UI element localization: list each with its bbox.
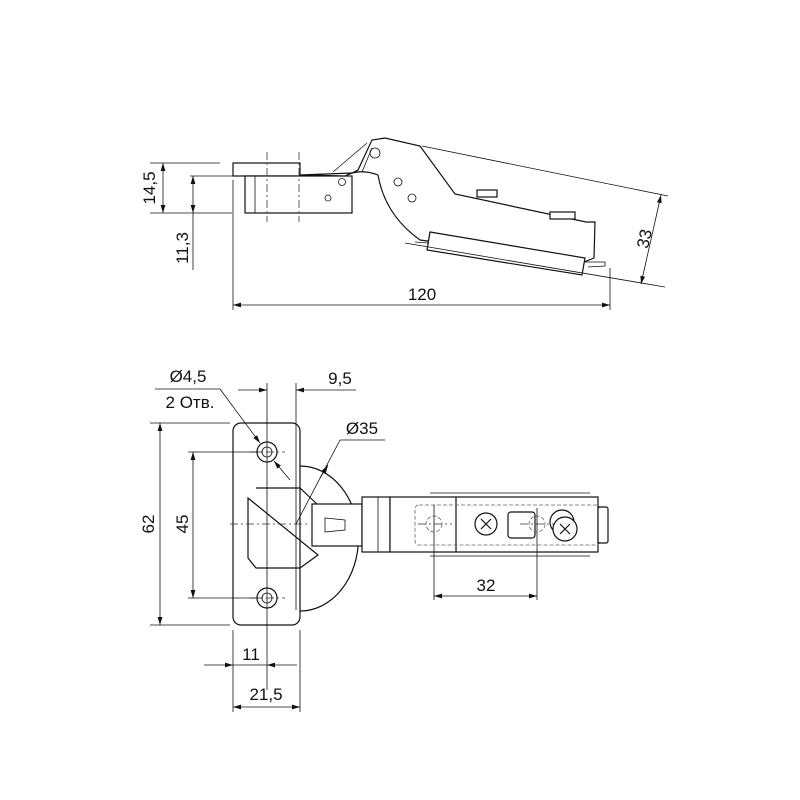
dim-32: 32 [433, 505, 538, 600]
side-view: 14,5 11,3 120 33 [140, 137, 669, 310]
dim-label: Ø4,5 [170, 367, 207, 386]
dim-label: 120 [408, 285, 436, 304]
hinge-arm [299, 137, 596, 263]
dim-label: 11 [242, 645, 260, 664]
dim-label: 33 [633, 227, 656, 250]
hinge-knuckle [361, 496, 391, 553]
dim-11-3: 11,3 [173, 175, 233, 270]
dim-cup-diameter: Ø35 [295, 419, 385, 525]
dim-label: 2 Отв. [166, 393, 215, 412]
dim-label: 14,5 [140, 171, 159, 204]
cup-flange [232, 162, 301, 177]
dim-label: 11,3 [173, 232, 192, 264]
dim-label: Ø35 [346, 419, 378, 438]
rivet-icon [324, 194, 332, 202]
screw-icon [549, 509, 578, 542]
cup-body [244, 175, 353, 214]
dim-label: 21,5 [249, 685, 282, 704]
dim-120: 120 [232, 180, 611, 310]
arm-link [311, 503, 363, 547]
dim-label: 32 [477, 576, 496, 595]
dim-label: 45 [173, 515, 192, 534]
dim-hole-diameter: Ø4,5 2 Отв. [155, 367, 291, 481]
dim-14-5: 14,5 [140, 162, 232, 214]
dim-label: 62 [139, 515, 158, 534]
screw-icon [474, 512, 498, 536]
dim-11: 11 [204, 630, 301, 712]
dim-62: 62 [139, 422, 230, 626]
dim-45: 45 [173, 451, 262, 599]
dim-33: 33 [404, 145, 669, 288]
top-view: Ø4,5 2 Отв. 9,5 Ø35 62 [139, 367, 609, 712]
rivet-icon [338, 178, 346, 186]
dim-9-5: 9,5 [238, 369, 356, 690]
dim-label: 9,5 [328, 369, 352, 388]
dim-21-5: 21,5 [233, 685, 300, 710]
mounting-plate [426, 231, 586, 276]
adjust-slot [507, 511, 536, 539]
